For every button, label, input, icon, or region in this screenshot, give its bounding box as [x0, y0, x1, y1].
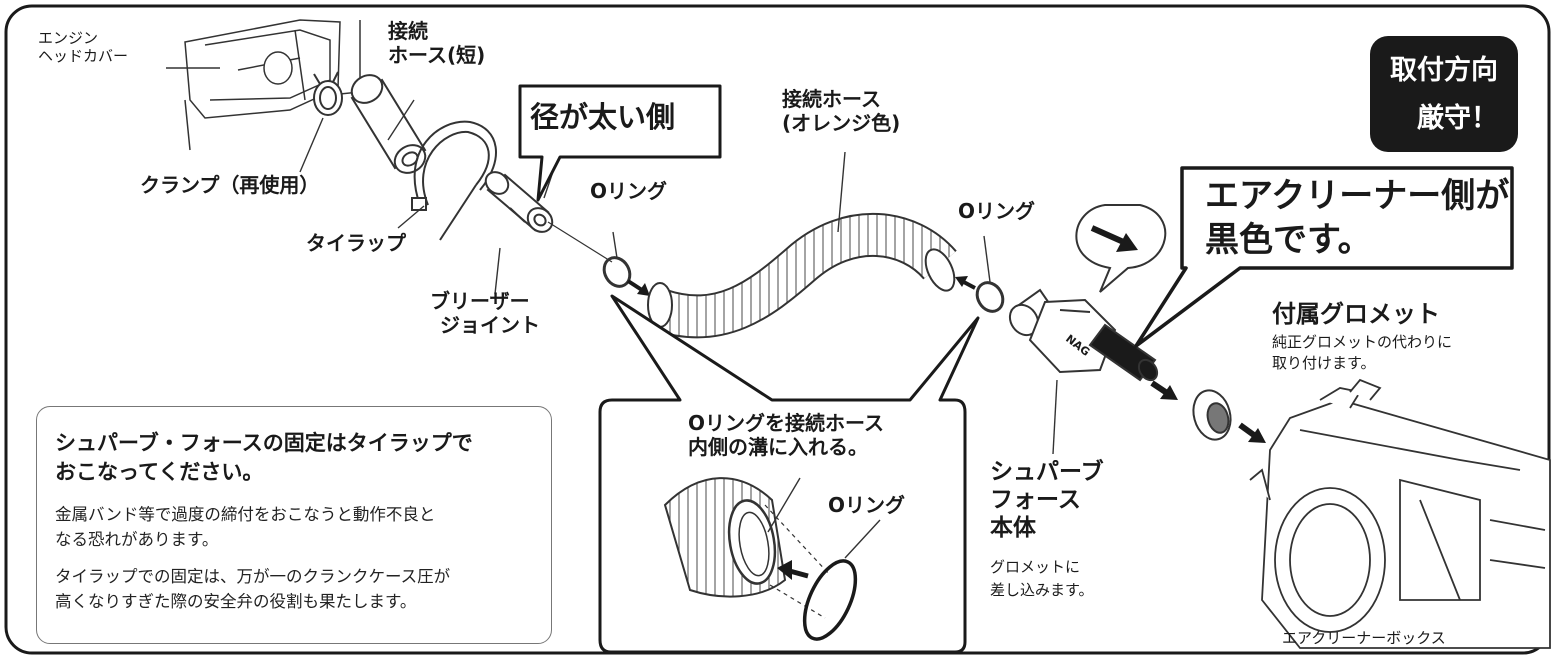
- short-hose-line2: ホース(短): [388, 42, 486, 67]
- black-side-line2: 黒色です。: [1205, 220, 1372, 261]
- body-desc-line1: グロメットに: [990, 558, 1081, 576]
- breather-joint-line2: ジョイント: [440, 312, 540, 337]
- arrow-body-to-grommet: [1150, 380, 1178, 400]
- flow-direction-bubble: [1075, 204, 1167, 293]
- o-ring-3-label: Oリング: [828, 493, 906, 517]
- superb-force-body-desc: グロメットに 差し込みます。: [990, 556, 1094, 601]
- clamp-label: クランプ（再使用）: [140, 173, 320, 197]
- note-paragraph-1: 金属バンド等で過度の締付をおこなうと動作不良と なる恐れがあります。: [55, 503, 435, 553]
- long-hose-line2: (オレンジ色): [782, 110, 901, 135]
- note-p1-line1: 金属バンド等で過度の締付をおこなうと動作不良と: [55, 505, 436, 524]
- air-cleaner-box-label: エアクリーナーボックス: [1282, 629, 1446, 647]
- note-p2-line1: タイラップでの固定は、万が一のクランクケース圧が: [55, 567, 451, 586]
- black-side-callout: [1134, 166, 1514, 348]
- arrow-grommet-to-box: [1238, 422, 1266, 443]
- grommet-illustration: [1192, 389, 1232, 441]
- long-hose-label: 接続ホース (オレンジ色): [782, 87, 901, 135]
- superb-force-body-label: シュパーブ フォース 本体: [990, 458, 1104, 542]
- breather-joint-label: ブリーザー ジョイント: [430, 289, 540, 337]
- engine-head-cover-line1: エンジン: [38, 29, 99, 47]
- superb-force-body-illustration: NAG: [1008, 288, 1159, 382]
- badge-line2: 厳守！: [1417, 103, 1498, 134]
- o-ring-1-illustration: [602, 256, 650, 296]
- clamp-illustration: [313, 71, 343, 116]
- direction-warning-badge: 取付方向 厳守！: [1370, 36, 1518, 152]
- o-ring-detail-bubble: [598, 294, 980, 654]
- note-title: シュパーブ・フォースの固定はタイラップで おこなってください。: [55, 429, 473, 487]
- note-title-line2: おこなってください。: [55, 459, 264, 484]
- short-hose-line1: 接続: [388, 19, 428, 43]
- body-line1: シュパーブ: [990, 459, 1104, 485]
- grommet-desc: 純正グロメットの代わりに 取り付けます。: [1272, 332, 1452, 374]
- tie-wrap-illustration: [411, 120, 497, 241]
- o-ring-1-label: Oリング: [590, 179, 668, 203]
- o-ring-note-line1: Oリングを接続ホース: [688, 411, 885, 435]
- body-line3: 本体: [990, 515, 1036, 542]
- o-ring-2-illustration: [955, 276, 1005, 313]
- grommet-desc-line2: 取り付けます。: [1272, 354, 1376, 372]
- note-paragraph-2: タイラップでの固定は、万が一のクランクケース圧が 高くなりすぎた際の安全弁の役割…: [55, 565, 450, 615]
- thick-side-callout: [518, 84, 722, 202]
- o-ring-note-line2: 内側の溝に入れる。: [688, 434, 868, 459]
- short-hose-illustration: [350, 74, 427, 174]
- body-line2: フォース: [990, 487, 1081, 514]
- tie-wrap-note-box: シュパーブ・フォースの固定はタイラップで おこなってください。 金属バンド等で過…: [36, 406, 552, 644]
- note-title-line1: シュパーブ・フォースの固定はタイラップで: [55, 431, 473, 455]
- engine-head-cover-label: エンジン ヘッドカバー: [38, 29, 129, 65]
- body-desc-line2: 差し込みます。: [990, 580, 1094, 599]
- tie-wrap-label: タイラップ: [306, 231, 406, 255]
- badge-line1: 取付方向: [1390, 55, 1498, 86]
- long-hose-illustration: [647, 213, 957, 339]
- breather-joint-illustration: [484, 171, 554, 233]
- black-side-line1: エアクリーナー側が: [1205, 176, 1510, 216]
- long-hose-line1: 接続ホース: [782, 87, 881, 111]
- note-p2-line2: 高くなりすぎた際の安全弁の役割も果たします。: [55, 591, 417, 611]
- note-p1-line2: なる恐れがあります。: [55, 529, 219, 549]
- thick-side-text: 径が太い側: [530, 100, 676, 134]
- grommet-title: 付属グロメット: [1272, 300, 1440, 328]
- assembly-axis: [547, 221, 613, 263]
- air-cleaner-box-illustration: [1249, 378, 1551, 649]
- grommet-desc-line1: 純正グロメットの代わりに: [1272, 333, 1453, 351]
- short-hose-label: 接続 ホース(短): [388, 19, 486, 67]
- engine-head-cover-line2: ヘッドカバー: [38, 46, 129, 65]
- black-side-text: エアクリーナー側が 黒色です。: [1205, 174, 1509, 262]
- breather-joint-line1: ブリーザー: [430, 289, 530, 313]
- o-ring-2-label: Oリング: [958, 199, 1036, 223]
- o-ring-note: Oリングを接続ホース 内側の溝に入れる。: [688, 411, 885, 459]
